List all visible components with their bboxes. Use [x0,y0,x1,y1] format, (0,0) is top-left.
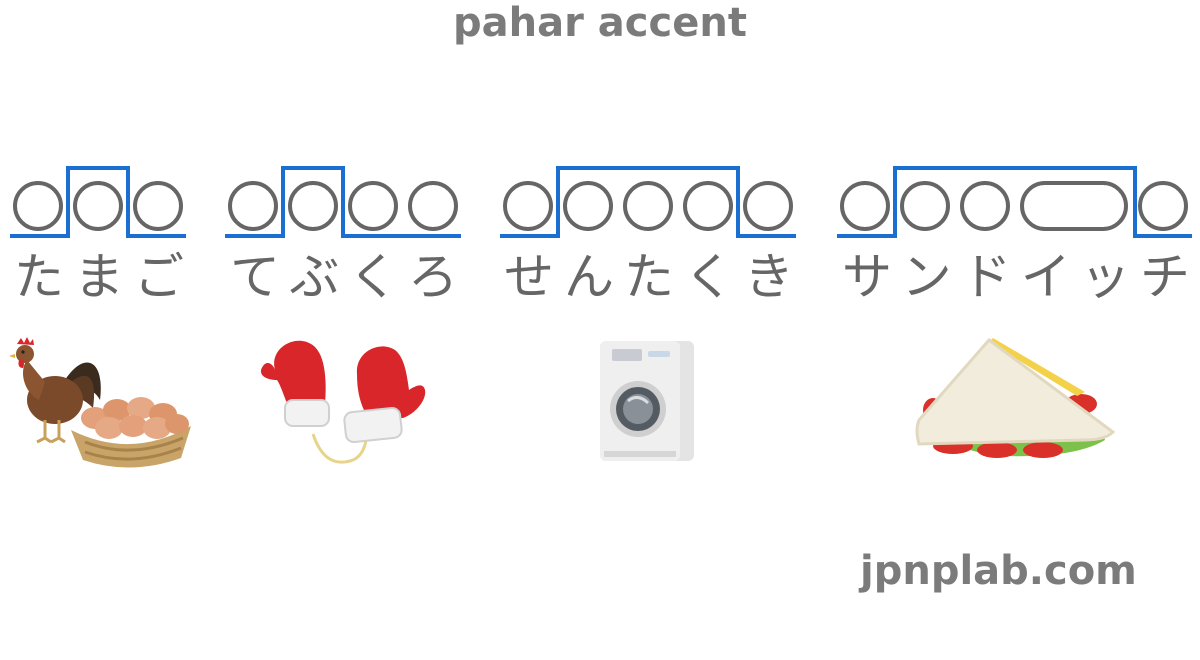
kana-char: ぶ [289,248,340,306]
kana-char: た [624,248,674,306]
kana-char: き [744,248,794,306]
mora-circle [1138,181,1188,231]
mora-circle [840,181,890,231]
kana-char: ご [134,248,184,306]
kana-char: く [684,248,734,306]
pitch-line [225,166,461,238]
mora-circle [288,181,338,231]
pitch-pattern-tamago [10,166,186,238]
mora-circle [900,181,950,231]
kana-row-sentakuki: せ ん た く き [504,246,794,308]
mora-circle [623,181,673,231]
kana-char: せ [504,248,554,306]
pitch-line [500,166,796,238]
site-credit: jpnplab.com [860,548,1137,594]
sandwich-icon [915,337,1116,458]
kana-char: ろ [407,248,458,306]
rooster-and-egg-basket-icon [9,337,191,468]
kana-char: チ [1139,248,1190,306]
mora-circle [228,181,278,231]
mora-circle [73,181,123,231]
mora-circle [743,181,793,231]
kana-row-sandoicchi: サ ン ド イ ッ チ [842,246,1190,308]
mora-circle [13,181,63,231]
kana-char: て [230,248,280,306]
pitch-line [10,166,186,238]
mora-oval [1020,181,1128,231]
kana-char: イ [1020,248,1071,306]
pitch-pattern-tebukuro [225,166,461,238]
kana-char: ん [564,248,614,306]
page-title: pahar accent [453,0,747,46]
kana-char: ッ [1080,248,1131,306]
red-mittens-icon [260,340,426,464]
kana-char: く [348,248,399,306]
kana-char: ド [961,248,1012,306]
kana-row-tebukuro: て ぶ く ろ [230,246,458,308]
kana-char: ま [74,248,124,306]
mora-circle [408,181,458,231]
mora-circle [563,181,613,231]
pitch-pattern-sandoicchi [837,166,1192,238]
mora-circle [683,181,733,231]
pitch-line [837,166,1192,238]
kana-char: た [14,248,64,306]
kana-char: ン [901,248,952,306]
mora-circle [503,181,553,231]
mora-circle [348,181,398,231]
mora-circle [960,181,1010,231]
mora-circle [133,181,183,231]
kana-row-tamago: た ま ご [14,246,184,308]
pitch-pattern-sentakuki [500,166,796,238]
washing-machine-icon [600,341,694,461]
kana-char: サ [842,248,892,306]
